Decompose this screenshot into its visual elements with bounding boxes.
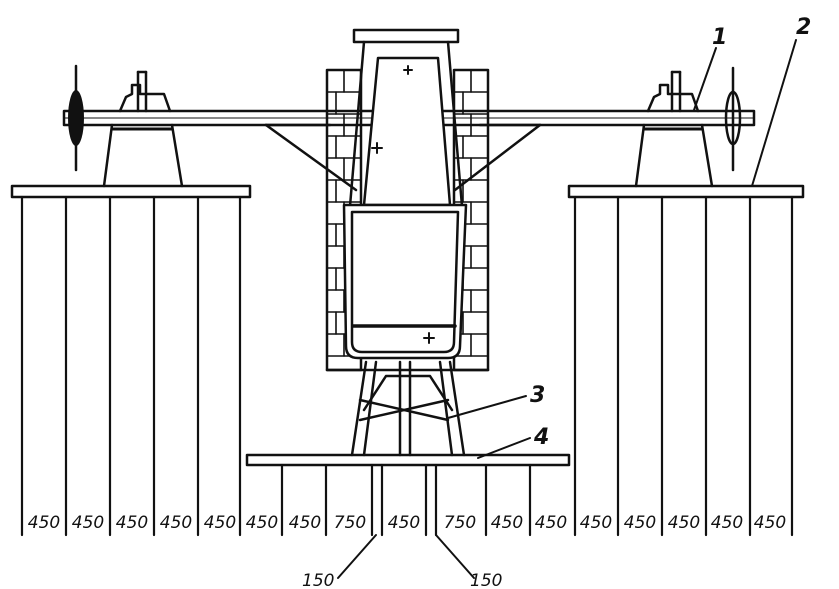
leader-lines [337, 39, 797, 579]
spacing-label: 450 [580, 513, 612, 533]
spacing-label: 450 [711, 513, 743, 533]
hopper-upper [348, 28, 464, 208]
support-legs [350, 360, 466, 457]
spacing-label: 750 [444, 513, 476, 533]
spacing-label: 450 [72, 513, 104, 533]
spacing-label: 450 [668, 513, 700, 533]
frame-braces [264, 123, 542, 192]
spacing-label: 450 [28, 513, 60, 533]
offset-label-right: 150 [470, 571, 502, 589]
callout-4: 4 [533, 425, 549, 450]
spacing-label: 450 [491, 513, 523, 533]
hopper-basket [342, 203, 468, 360]
left-platform [10, 184, 252, 199]
central-platform [245, 453, 571, 467]
spacing-label: 450 [754, 513, 786, 533]
callout-2: 2 [796, 15, 811, 40]
left-tines [20, 195, 242, 537]
callout-3: 3 [530, 383, 545, 408]
spacing-label: 750 [334, 513, 366, 533]
right-bearing [634, 70, 714, 188]
left-bearing [102, 70, 184, 188]
central-tines [280, 463, 532, 537]
spacing-label: 450 [388, 513, 420, 533]
right-tines [573, 195, 794, 537]
callout-1: 1 [712, 25, 727, 50]
spacing-label: 450 [535, 513, 567, 533]
offset-label-left: 150 [302, 571, 334, 589]
right-platform [567, 184, 805, 199]
left-wheel [68, 64, 84, 172]
spacing-label: 450 [624, 513, 656, 533]
spacing-label: 450 [204, 513, 236, 533]
spacing-label: 450 [289, 513, 321, 533]
right-wheel [724, 66, 742, 172]
spacing-label: 450 [116, 513, 148, 533]
spacing-dimensions: 450 450 450 450 450 450 450 750 450 750 450 450 450 4… [28, 513, 786, 533]
spacing-label: 450 [160, 513, 192, 533]
spacing-label: 450 [246, 513, 278, 533]
